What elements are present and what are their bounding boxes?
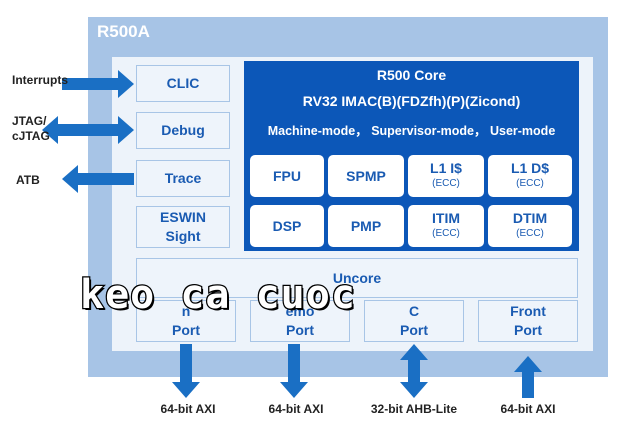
front-port-block: Front Port (478, 300, 578, 342)
trace-block: Trace (136, 160, 230, 197)
trace-label: Trace (164, 170, 202, 186)
port-1-down-arrow-icon (172, 344, 200, 398)
spmp-label: SPMP (346, 168, 386, 184)
debug-block: Debug (136, 112, 230, 149)
overlay-watermark-text: keo ca cuoc (79, 271, 356, 320)
fpu-label: FPU (273, 168, 301, 184)
l1i-ecc-label: (ECC) (432, 178, 460, 189)
port-2-down-arrow-icon (280, 344, 308, 398)
core-isa: RV32 IMAC(B)(FDZfh)(P)(Zicond) (302, 93, 521, 109)
port-1-line2: Port (172, 322, 200, 338)
bus-2-label: 64-bit AXI (268, 402, 324, 416)
bus-1-label: 64-bit AXI (160, 402, 216, 416)
core-modes: Machine-mode， Supervisor-mode， User-mode (267, 124, 556, 138)
uncore-label: Uncore (332, 269, 382, 286)
dtim-label: DTIM (512, 210, 548, 226)
dsp-unit: DSP (250, 205, 324, 247)
front-port-up-arrow-icon (514, 356, 542, 398)
dsp-label: DSP (272, 218, 302, 234)
dtim-ecc-label: (ECC) (516, 228, 544, 239)
dtim-unit: DTIM (ECC) (488, 205, 572, 247)
jtag-label-line2: cJTAG (12, 129, 50, 143)
eswin-sight-block: ESWIN Sight (136, 206, 230, 248)
port-2-line2: Port (286, 322, 314, 338)
front-port-line2: Port (514, 322, 542, 338)
interrupts-label: Interrupts (12, 73, 69, 87)
l1d-ecc-label: (ECC) (516, 178, 544, 189)
itim-unit: ITIM (ECC) (408, 205, 484, 247)
atb-left-arrow-icon (62, 165, 134, 193)
l1-icache-unit: L1 I$ (ECC) (408, 155, 484, 197)
jtag-label-line1: JTAG/ (12, 114, 47, 128)
port-3-bidirectional-arrow-icon (400, 344, 428, 398)
uncore-block: Uncore (136, 258, 578, 298)
clic-label: CLIC (166, 75, 200, 91)
fpu-unit: FPU (250, 155, 324, 197)
port-3-line1: C (408, 303, 420, 319)
port-1-line1: n (181, 303, 191, 319)
spmp-unit: SPMP (328, 155, 404, 197)
core-title: R500 Core (376, 67, 447, 83)
port-1-block: n Port (136, 300, 236, 342)
eswin-label-line2: Sight (165, 228, 201, 244)
eswin-label-line1: ESWIN (160, 209, 206, 225)
l1i-label: L1 I$ (430, 160, 462, 176)
port-2-block: emo Port (250, 300, 350, 342)
port-3-line2: Port (400, 322, 428, 338)
debug-label: Debug (161, 122, 205, 138)
front-port-line1: Front (510, 303, 546, 319)
itim-ecc-label: (ECC) (432, 228, 460, 239)
l1-dcache-unit: L1 D$ (ECC) (488, 155, 572, 197)
itim-label: ITIM (432, 210, 460, 226)
l1d-label: L1 D$ (510, 160, 550, 176)
port-2-line1: emo (285, 303, 315, 319)
bus-4-label: 64-bit AXI (500, 402, 556, 416)
soc-title: R500A (97, 22, 150, 41)
atb-label: ATB (16, 173, 40, 187)
interrupts-arrow-icon (62, 70, 134, 98)
pmp-label: PMP (350, 218, 382, 234)
port-3-block: C Port (364, 300, 464, 342)
pmp-unit: PMP (328, 205, 404, 247)
clic-block: CLIC (136, 65, 230, 102)
jtag-double-arrow-icon (42, 116, 134, 144)
bus-3-label: 32-bit AHB-Lite (370, 402, 458, 416)
